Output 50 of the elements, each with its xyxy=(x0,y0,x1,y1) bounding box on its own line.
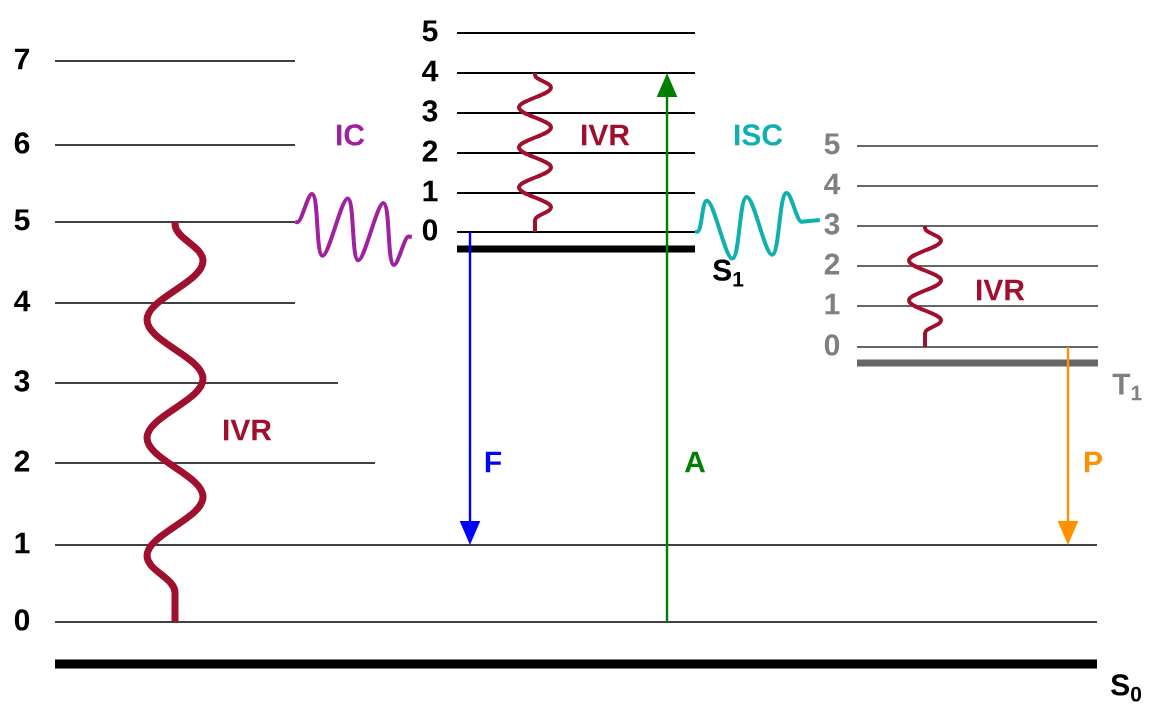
energy-level: 3 xyxy=(14,370,338,392)
node-label: 4 xyxy=(14,290,31,312)
edge-label: A xyxy=(684,451,706,473)
node-label: 1 xyxy=(825,293,840,315)
energy-level: 0 xyxy=(14,609,1097,631)
node-label: 0 xyxy=(14,609,30,631)
energy-level: 2 xyxy=(824,253,1098,275)
edge-label: IVR xyxy=(977,279,1025,301)
node-label: 2 xyxy=(422,140,438,162)
node-label: 4 xyxy=(422,60,439,82)
energy-level: 7 xyxy=(14,48,295,70)
wavy-line xyxy=(907,225,943,347)
node-label: 2 xyxy=(824,253,840,275)
energy-level: 1 xyxy=(15,532,1097,554)
electronic-state-line: S$_{0}$ xyxy=(55,659,1142,702)
edge-label: ISC xyxy=(735,124,783,146)
energy-level: 1 xyxy=(423,180,695,202)
electronic-state-line: T$_{1}$ xyxy=(857,359,1142,401)
energy-level: 4 xyxy=(824,173,1098,195)
node-label: 0 xyxy=(824,334,840,356)
energy-level: 0 xyxy=(824,334,1098,356)
node-label: 1 xyxy=(423,180,438,202)
node-label: 5 xyxy=(422,20,438,42)
node-label: 3 xyxy=(824,213,840,235)
edge-label: IVR xyxy=(582,124,630,146)
energy-level: 5 xyxy=(422,20,695,42)
node-label: 3 xyxy=(422,100,438,122)
node-label: 3 xyxy=(14,370,30,392)
energy-level: 2 xyxy=(14,450,375,472)
energy-level: 5 xyxy=(824,133,1098,155)
energy-level: 5 xyxy=(14,209,295,231)
energy-level: 3 xyxy=(422,100,695,122)
energy-level: 4 xyxy=(422,60,695,82)
edge-label: F xyxy=(485,451,502,473)
electronic-state-line: S$_{1}$ xyxy=(457,245,744,287)
node-label: 4 xyxy=(824,173,841,195)
edge-label: IVR xyxy=(224,419,272,441)
node-label: 5 xyxy=(824,133,840,155)
node-label: 5 xyxy=(14,209,30,231)
node-label: 7 xyxy=(14,48,30,70)
node-label: 1 xyxy=(15,532,30,554)
node-label: 0 xyxy=(422,219,438,241)
edge-label: P xyxy=(1085,451,1102,473)
energy-level: 3 xyxy=(824,213,1098,235)
energy-level: 4 xyxy=(14,290,295,312)
energy-level: 0 xyxy=(422,219,695,241)
edge-label: IC xyxy=(337,124,365,146)
energy-level: 6 xyxy=(14,132,295,154)
node-label: 2 xyxy=(14,450,30,472)
node-label: 6 xyxy=(14,132,30,154)
